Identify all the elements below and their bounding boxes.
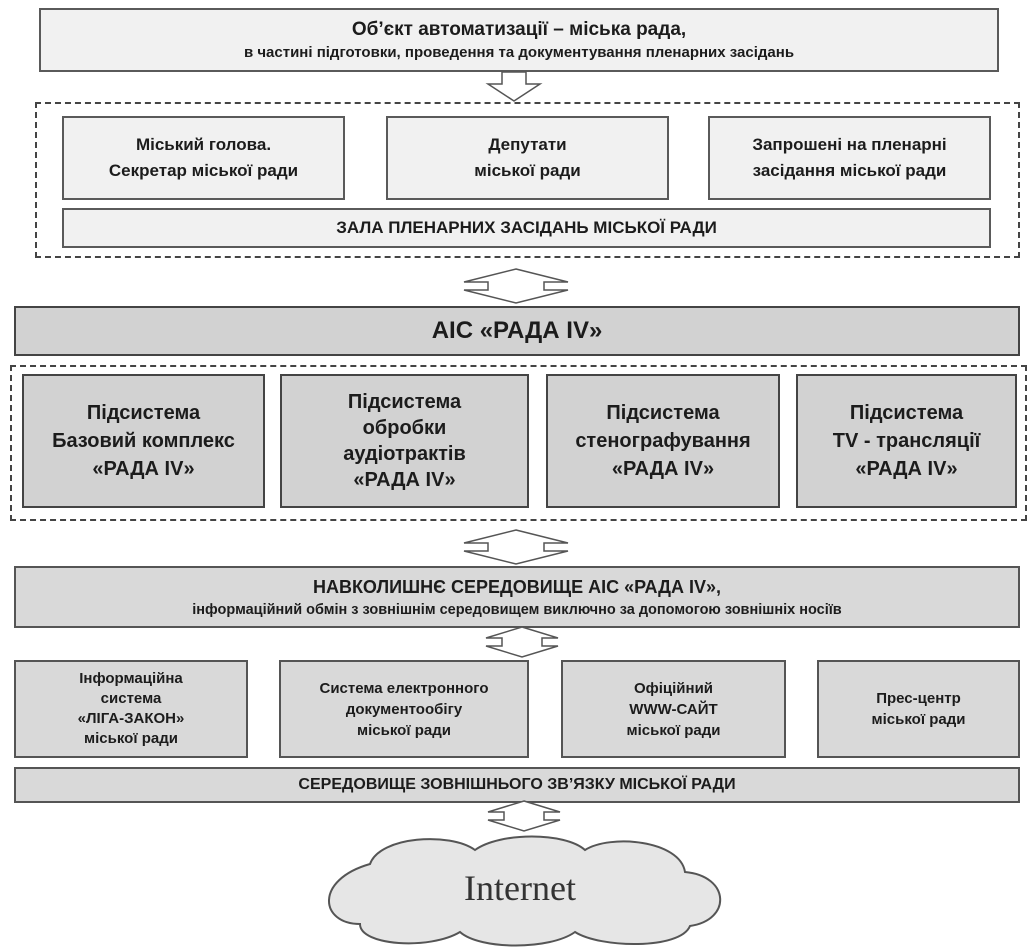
- plenary-hall-label: ЗАЛА ПЛЕНАРНИХ ЗАСІДАНЬ МІСЬКОЇ РАДИ: [336, 218, 717, 237]
- subsystem-tv-line3: «РАДА IV»: [855, 458, 958, 480]
- external-edms-line2: документообігу: [345, 700, 463, 718]
- ais-label: АІС «РАДА IV»: [431, 317, 603, 344]
- arrow-down-to-council: [485, 71, 543, 102]
- external-press-center: Прес-центр міської ради: [817, 660, 1020, 758]
- external-press-line2: міської ради: [871, 711, 966, 728]
- external-communication-label: СЕРЕДОВИЩЕ ЗОВНІШНЬОГО ЗВ’ЯЗКУ МІСЬКОЇ Р…: [298, 776, 736, 793]
- external-website: Офіційний WWW-САЙТ міської ради: [561, 660, 786, 758]
- internet-label: Internet: [464, 868, 576, 908]
- environment-title: НАВКОЛИШНЄ СЕРЕДОВИЩЕ АІС «РАДА IV»,: [312, 576, 722, 597]
- external-liga-line1: Інформаційна: [79, 670, 183, 687]
- arrow-bidirectional-to-internet: [487, 800, 561, 832]
- automation-object-box: Об’єкт автоматизації – міська рада, в ча…: [39, 8, 999, 72]
- external-edms: Система електронного документообігу місь…: [279, 660, 529, 758]
- external-liga-line2: система: [100, 690, 162, 707]
- subsystem-steno-line3: «РАДА IV»: [611, 458, 715, 480]
- plenary-hall-box: ЗАЛА ПЛЕНАРНИХ ЗАСІДАНЬ МІСЬКОЇ РАДИ: [62, 208, 991, 248]
- participant-deputies-line1: Депутати: [488, 135, 567, 154]
- subsystem-audio-line1: Підсистема: [347, 391, 462, 413]
- arrow-bidirectional-environment-external: [485, 626, 559, 658]
- subsystem-audio-line4: «РАДА IV»: [353, 469, 456, 491]
- external-website-line3: міської ради: [626, 721, 721, 739]
- external-communication-bar: СЕРЕДОВИЩЕ ЗОВНІШНЬОГО ЗВ’ЯЗКУ МІСЬКОЇ Р…: [14, 767, 1020, 803]
- participant-box-deputies: Депутати міської ради: [386, 116, 669, 200]
- automation-object-subtitle: в частині підготовки, проведення та доку…: [243, 44, 795, 61]
- subsystem-base-line2: Базовий комплекс: [52, 430, 235, 452]
- automation-object-title: Об’єкт автоматизації – міська рада,: [351, 19, 687, 40]
- participant-mayor-line2: Секретар міської ради: [108, 161, 299, 180]
- arrow-bidirectional-council-ais: [463, 268, 569, 304]
- subsystem-base-line1: Підсистема: [86, 402, 201, 424]
- ais-bar: АІС «РАДА IV»: [14, 306, 1020, 356]
- internet-cloud-icon: [328, 835, 722, 947]
- participant-invited-line1: Запрошені на пленарні: [752, 135, 947, 154]
- subsystem-steno-line2: стенографування: [575, 430, 751, 452]
- participant-box-mayor: Міський голова. Секретар міської ради: [62, 116, 345, 200]
- environment-subtitle: інформаційний обмін з зовнішнім середови…: [192, 601, 842, 618]
- subsystem-tv-broadcast: Підсистема TV - трансляції «РАДА IV»: [796, 374, 1017, 508]
- external-press-line1: Прес-центр: [876, 690, 961, 707]
- subsystem-tv-line2: TV - трансляції: [832, 430, 981, 452]
- subsystem-stenography: Підсистема стенографування «РАДА IV»: [546, 374, 780, 508]
- external-edms-line1: Система електронного: [319, 679, 489, 697]
- subsystems-zone: [10, 365, 1027, 521]
- internet-label-box: Internet: [300, 828, 740, 948]
- environment-bar: НАВКОЛИШНЄ СЕРЕДОВИЩЕ АІС «РАДА IV», інф…: [14, 566, 1020, 628]
- external-liga-line4: міської ради: [84, 730, 178, 747]
- subsystem-tv-line1: Підсистема: [849, 402, 964, 424]
- subsystem-audio-processing: Підсистема обробки аудіотрактів «РАДА IV…: [280, 374, 529, 508]
- subsystem-base-complex: Підсистема Базовий комплекс «РАДА IV»: [22, 374, 265, 508]
- external-liga-zakon: Інформаційна система «ЛІГА-ЗАКОН» місько…: [14, 660, 248, 758]
- arrow-bidirectional-subsystems-environment: [463, 529, 569, 565]
- subsystem-steno-line1: Підсистема: [606, 402, 720, 424]
- subsystem-audio-line2: обробки: [362, 417, 447, 439]
- external-edms-line3: міської ради: [357, 721, 451, 739]
- participant-mayor-line1: Міський голова.: [135, 135, 272, 154]
- subsystem-audio-line3: аудіотрактів: [343, 443, 466, 465]
- participant-box-invited: Запрошені на пленарні засідання міської …: [708, 116, 991, 200]
- external-website-line2: WWW-САЙТ: [629, 700, 718, 718]
- participant-deputies-line2: міської ради: [474, 161, 581, 180]
- subsystem-base-line3: «РАДА IV»: [92, 458, 195, 480]
- participant-invited-line2: засідання міської ради: [752, 161, 947, 180]
- council-zone: [35, 102, 1020, 258]
- external-website-line1: Офіційний: [633, 679, 714, 697]
- external-liga-line3: «ЛІГА-ЗАКОН»: [77, 710, 185, 727]
